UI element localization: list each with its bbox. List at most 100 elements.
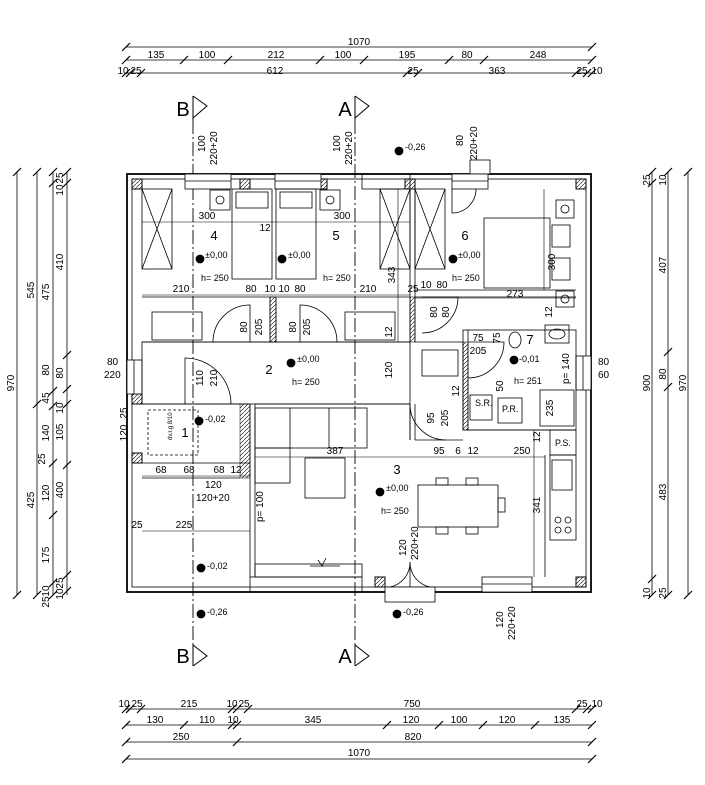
dim-int-80g: 80 (441, 306, 452, 318)
dim-right-407: 407 (658, 256, 669, 273)
dim-bot-r1-7: 25 (576, 699, 588, 710)
dim-left-c4-400: 400 (55, 481, 66, 498)
dim-int-300c: 300 (547, 253, 558, 270)
section-mark-a-bottom: A (338, 646, 352, 668)
room-7-number: 7 (526, 332, 533, 347)
level-room-4: ±0,00 (205, 250, 227, 260)
dim-int-210b: 210 (360, 284, 377, 295)
dim-int-205b: 205 (302, 318, 313, 335)
dim-left-c4-10: 10 (55, 184, 66, 196)
dim-int-205d: 205 (440, 409, 451, 426)
dim-bot-r3-1: 250 (173, 732, 190, 743)
dim-top-r2-2: 25 (130, 66, 142, 77)
dim-left-c4-80: 80 (55, 367, 66, 379)
level-room-3: ±0,00 (386, 483, 408, 493)
side-windows (126, 355, 592, 395)
dim-right-10a: 10 (658, 174, 669, 186)
dim-left-c4-410: 410 (55, 253, 66, 270)
opening-bottom-width: 120 (495, 611, 506, 628)
level-markers (194, 146, 519, 619)
dim-int-80a: 80 (245, 284, 257, 295)
dim-right-80: 80 (658, 368, 669, 380)
dim-left-175: 175 (41, 546, 52, 563)
parapet-100: p= 100 (255, 491, 266, 522)
dim-int-50: 50 (495, 380, 506, 392)
section-arrows (192, 95, 370, 667)
label-pr: P.R. (502, 404, 518, 414)
height-room-7: h= 251 (514, 376, 542, 386)
dim-bot-r2-5: 120 (403, 715, 420, 726)
dim-left-outer: 970 (6, 374, 17, 391)
dim-int-12b: 12 (384, 326, 395, 338)
label-ps: P.S. (555, 438, 571, 448)
dim-int-25c: 25 (119, 407, 130, 419)
level-room-1: -0,02 (205, 414, 226, 424)
dim-top-6: 80 (461, 50, 473, 61)
dim-int-387: 387 (327, 446, 344, 457)
dim-right-900: 900 (642, 374, 653, 391)
opening-w6-width: 80 (455, 134, 466, 146)
dim-top-2: 100 (199, 50, 216, 61)
dim-top-5: 195 (399, 50, 416, 61)
dim-int-80c: 80 (436, 280, 448, 291)
top-windows (184, 159, 491, 190)
opening-w6-height: 220+20 (469, 126, 480, 160)
dim-bot-r2-4: 345 (305, 715, 322, 726)
opening-door-width: 120 (398, 539, 409, 556)
dim-int-12f: 12 (230, 465, 242, 476)
dim-int-300b: 300 (334, 211, 351, 222)
dim-top-r2-1: 10 (117, 66, 129, 77)
doors (184, 188, 505, 441)
dim-int-225: 225 (176, 520, 193, 531)
level-outside-bottom-mid: -0,26 (403, 607, 424, 617)
dim-bot-r2-7: 120 (499, 715, 516, 726)
dim-right-970: 970 (678, 374, 689, 391)
right-dimensions (647, 167, 693, 600)
opening-door-height: 220+20 (410, 526, 421, 560)
dim-left-475: 475 (41, 283, 52, 300)
opening-room1-height: 120+20 (196, 493, 230, 504)
dim-left-c4-10c: 10 (55, 588, 66, 600)
height-room-5: h= 250 (323, 273, 351, 283)
bottom-openings (249, 561, 533, 603)
dim-int-12c: 12 (544, 306, 555, 318)
dim-bot-r1-3: 215 (181, 699, 198, 710)
level-room-6: ±0,00 (458, 250, 480, 260)
dim-right-25b: 25 (658, 587, 669, 599)
dim-bot-r2-1: 130 (147, 715, 164, 726)
room-6-number: 6 (461, 228, 468, 243)
level-room-2: ±0,00 (297, 354, 319, 364)
dim-int-250: 250 (514, 446, 531, 457)
dim-right-10b: 10 (642, 587, 653, 599)
level-room-5: ±0,00 (288, 250, 310, 260)
bottom-dimensions (121, 704, 597, 764)
dim-top-r2-4: 25 (407, 66, 419, 77)
section-mark-b-bottom: B (176, 646, 189, 668)
dim-int-343: 343 (387, 266, 398, 283)
dim-int-80b: 80 (294, 284, 306, 295)
level-outside-bottom-left: -0,26 (207, 607, 228, 617)
level-outside-left: -0,02 (207, 561, 228, 571)
dim-int-205a: 205 (254, 318, 265, 335)
dim-bot-r2-6: 100 (451, 715, 468, 726)
parapet-140: p= 140 (561, 353, 572, 384)
dim-int-10b: 10 (278, 284, 290, 295)
dim-bot-r2-3: 10 (227, 715, 239, 726)
dim-int-273: 273 (507, 289, 524, 300)
dim-top-7: 248 (530, 50, 547, 61)
dim-top-r2-5: 363 (489, 66, 506, 77)
dim-int-12d: 12 (467, 446, 479, 457)
dim-top-overall: 1070 (348, 37, 371, 48)
dim-left-45: 45 (41, 392, 52, 404)
dim-left-545: 545 (26, 281, 37, 298)
dim-int-10c: 10 (420, 280, 432, 291)
opening-bottom-height: 220+20 (507, 606, 518, 640)
opening-left-height: 220 (104, 370, 121, 381)
dim-bot-overall: 1070 (348, 748, 371, 759)
section-mark-b-top: B (176, 99, 189, 121)
wall-hatches (239, 296, 469, 479)
opening-w4-width: 100 (197, 135, 208, 152)
dim-top-3: 212 (268, 50, 285, 61)
dim-top-r2-3: 612 (267, 66, 284, 77)
dim-bot-r2-8: 135 (554, 715, 571, 726)
